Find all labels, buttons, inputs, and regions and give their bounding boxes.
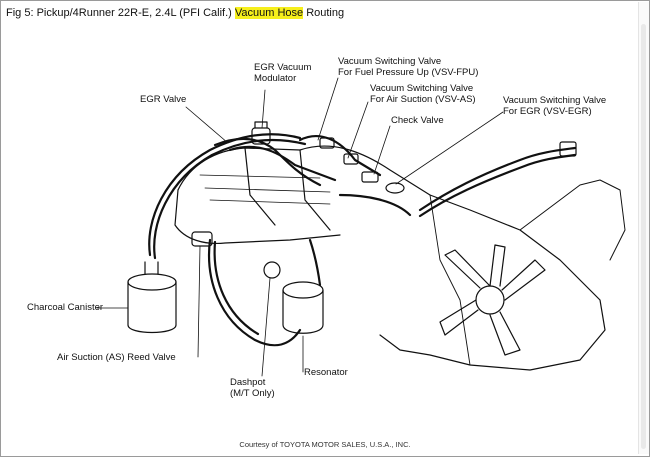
label-egr-valve: EGR Valve [140,94,187,105]
leader-lines [96,77,504,377]
fan [439,244,546,356]
label-dashpot-line2: (M/T Only) [230,388,275,399]
engine-diagram [96,77,626,377]
check-valve-part [385,182,405,194]
charcoal-canister-part [127,261,177,334]
title-suffix: Routing [303,7,345,19]
label-egr-modulator-line2: Modulator [254,73,297,84]
label-reed-valve: Air Suction (AS) Reed Valve [57,352,176,363]
vacuum-hoses [148,133,577,347]
egr-modulator-part [251,121,271,145]
label-vsv-as: Vacuum Switching Valve For Air Suction (… [370,83,476,105]
dashpot-part [263,261,281,279]
label-vsv-egr: Vacuum Switching Valve For EGR (VSV-EGR) [503,95,606,117]
label-vsv-egr-line2: For EGR (VSV-EGR) [503,106,592,117]
resonator-part [282,281,324,334]
label-vsv-as-line1: Vacuum Switching Valve [370,83,474,94]
label-resonator: Resonator [304,367,348,378]
vertical-scrollbar[interactable] [638,2,649,454]
label-egr-modulator-line1: EGR Vacuum [254,62,312,73]
label-vsv-fpu: Vacuum Switching Valve For Fuel Pressure… [338,56,478,78]
reed-valve-part [191,231,213,247]
label-charcoal-canister: Charcoal Canister [27,302,104,313]
label-vsv-egr-line1: Vacuum Switching Valve [503,95,607,106]
label-dashpot-line1: Dashpot [230,377,266,388]
label-vsv-fpu-line2: For Fuel Pressure Up (VSV-FPU) [338,67,479,78]
label-vsv-fpu-line1: Vacuum Switching Valve [338,56,442,67]
scrollbar-thumb[interactable] [641,24,646,449]
engine-block [174,145,626,371]
title-bar: Fig 5: Pickup/4Runner 22R-E, 2.4L (PFI C… [1,1,649,23]
title-highlight: Vacuum Hose [234,7,304,19]
label-vsv-as-line2: For Air Suction (VSV-AS) [370,94,476,105]
label-egr-modulator: EGR Vacuum Modulator [254,62,311,84]
vsv-parts [319,137,577,183]
label-check-valve: Check Valve [391,115,444,126]
credit-line: Courtesy of TOYOTA MOTOR SALES, U.S.A., … [239,440,411,449]
title-prefix: Fig 5: Pickup/4Runner 22R-E, 2.4L (PFI C… [6,7,235,19]
figure-title: Fig 5: Pickup/4Runner 22R-E, 2.4L (PFI C… [6,7,344,19]
label-dashpot: Dashpot (M/T Only) [230,377,275,399]
